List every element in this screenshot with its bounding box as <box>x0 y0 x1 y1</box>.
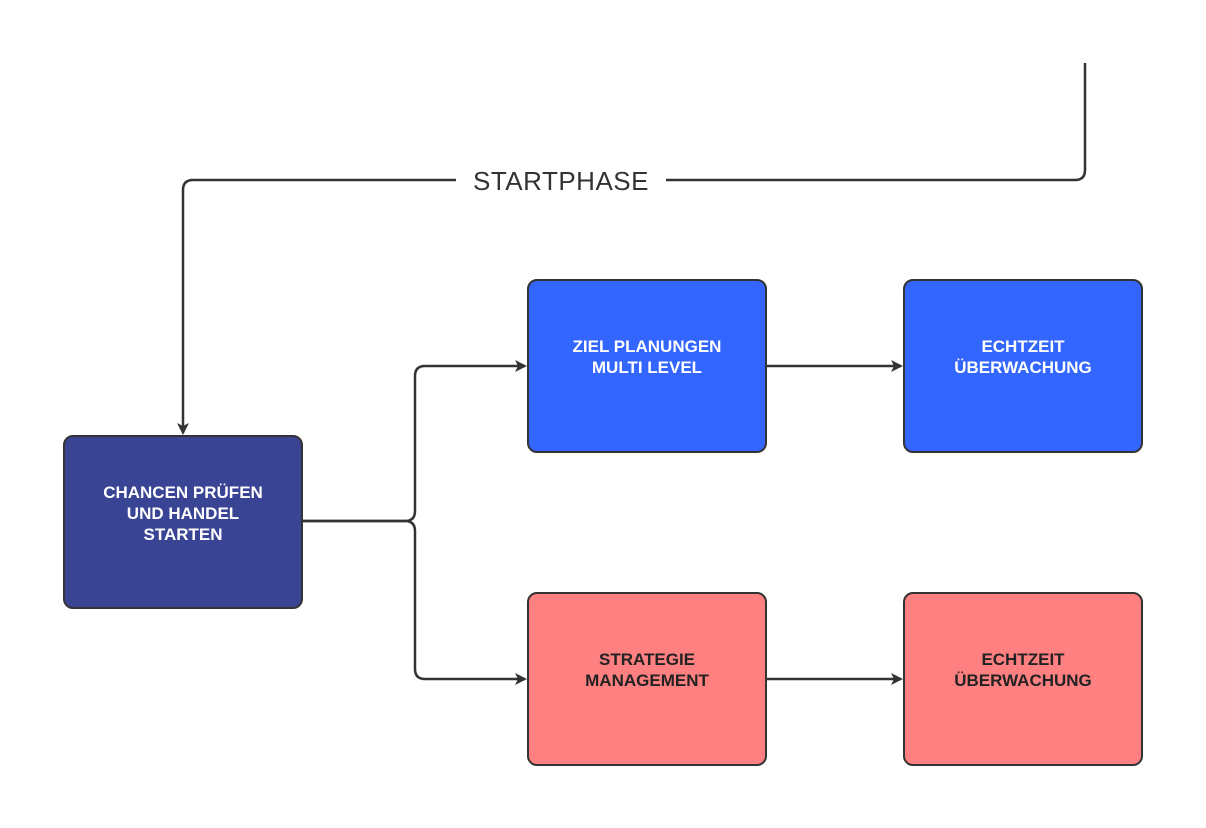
node-chancen-pruefen[interactable]: CHANCEN PRÜFEN UND HANDEL STARTEN <box>63 435 303 609</box>
node-echtzeit-ueberwachung-blue-text: ECHTZEIT ÜBERWACHUNG <box>954 336 1092 378</box>
start-to-ziel-connector <box>303 366 525 521</box>
node-ziel-planungen[interactable]: ZIEL PLANUNGEN MULTI LEVEL <box>527 279 767 453</box>
start-to-strategie-connector <box>303 521 525 679</box>
node-echtzeit-ueberwachung-red[interactable]: ECHTZEIT ÜBERWACHUNG <box>903 592 1143 766</box>
node-strategie-management[interactable]: STRATEGIE MANAGEMENT <box>527 592 767 766</box>
node-ziel-planungen-text: ZIEL PLANUNGEN MULTI LEVEL <box>573 336 722 378</box>
node-chancen-pruefen-text: CHANCEN PRÜFEN UND HANDEL STARTEN <box>103 482 263 545</box>
node-strategie-management-text: STRATEGIE MANAGEMENT <box>585 649 709 691</box>
node-echtzeit-ueberwachung-blue[interactable]: ECHTZEIT ÜBERWACHUNG <box>903 279 1143 453</box>
node-echtzeit-ueberwachung-red-text: ECHTZEIT ÜBERWACHUNG <box>954 649 1092 691</box>
startphase-label: STARTPHASE <box>456 164 666 198</box>
